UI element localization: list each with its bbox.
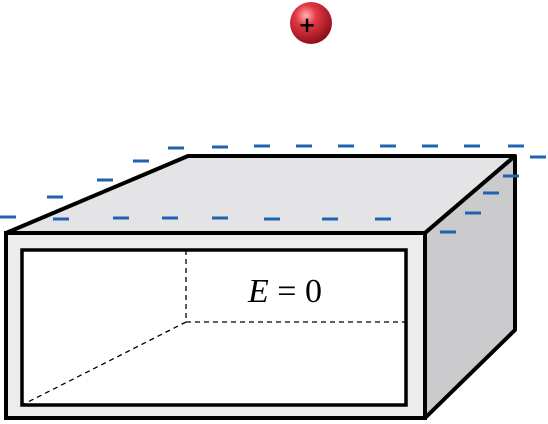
induced-negative-charges — [0, 144, 546, 234]
plus-sign: + — [298, 13, 316, 37]
box-cavity — [20, 248, 408, 407]
positive-point-charge: + — [290, 2, 332, 44]
electric-field-label: E = 0 — [247, 273, 322, 310]
cavity-hidden-edges — [21, 250, 406, 406]
field-relation: = 0 — [269, 273, 322, 310]
field-variable: E — [247, 273, 269, 310]
positive-charge-sphere — [290, 2, 332, 44]
hollow-conductor-box — [4, 154, 517, 420]
